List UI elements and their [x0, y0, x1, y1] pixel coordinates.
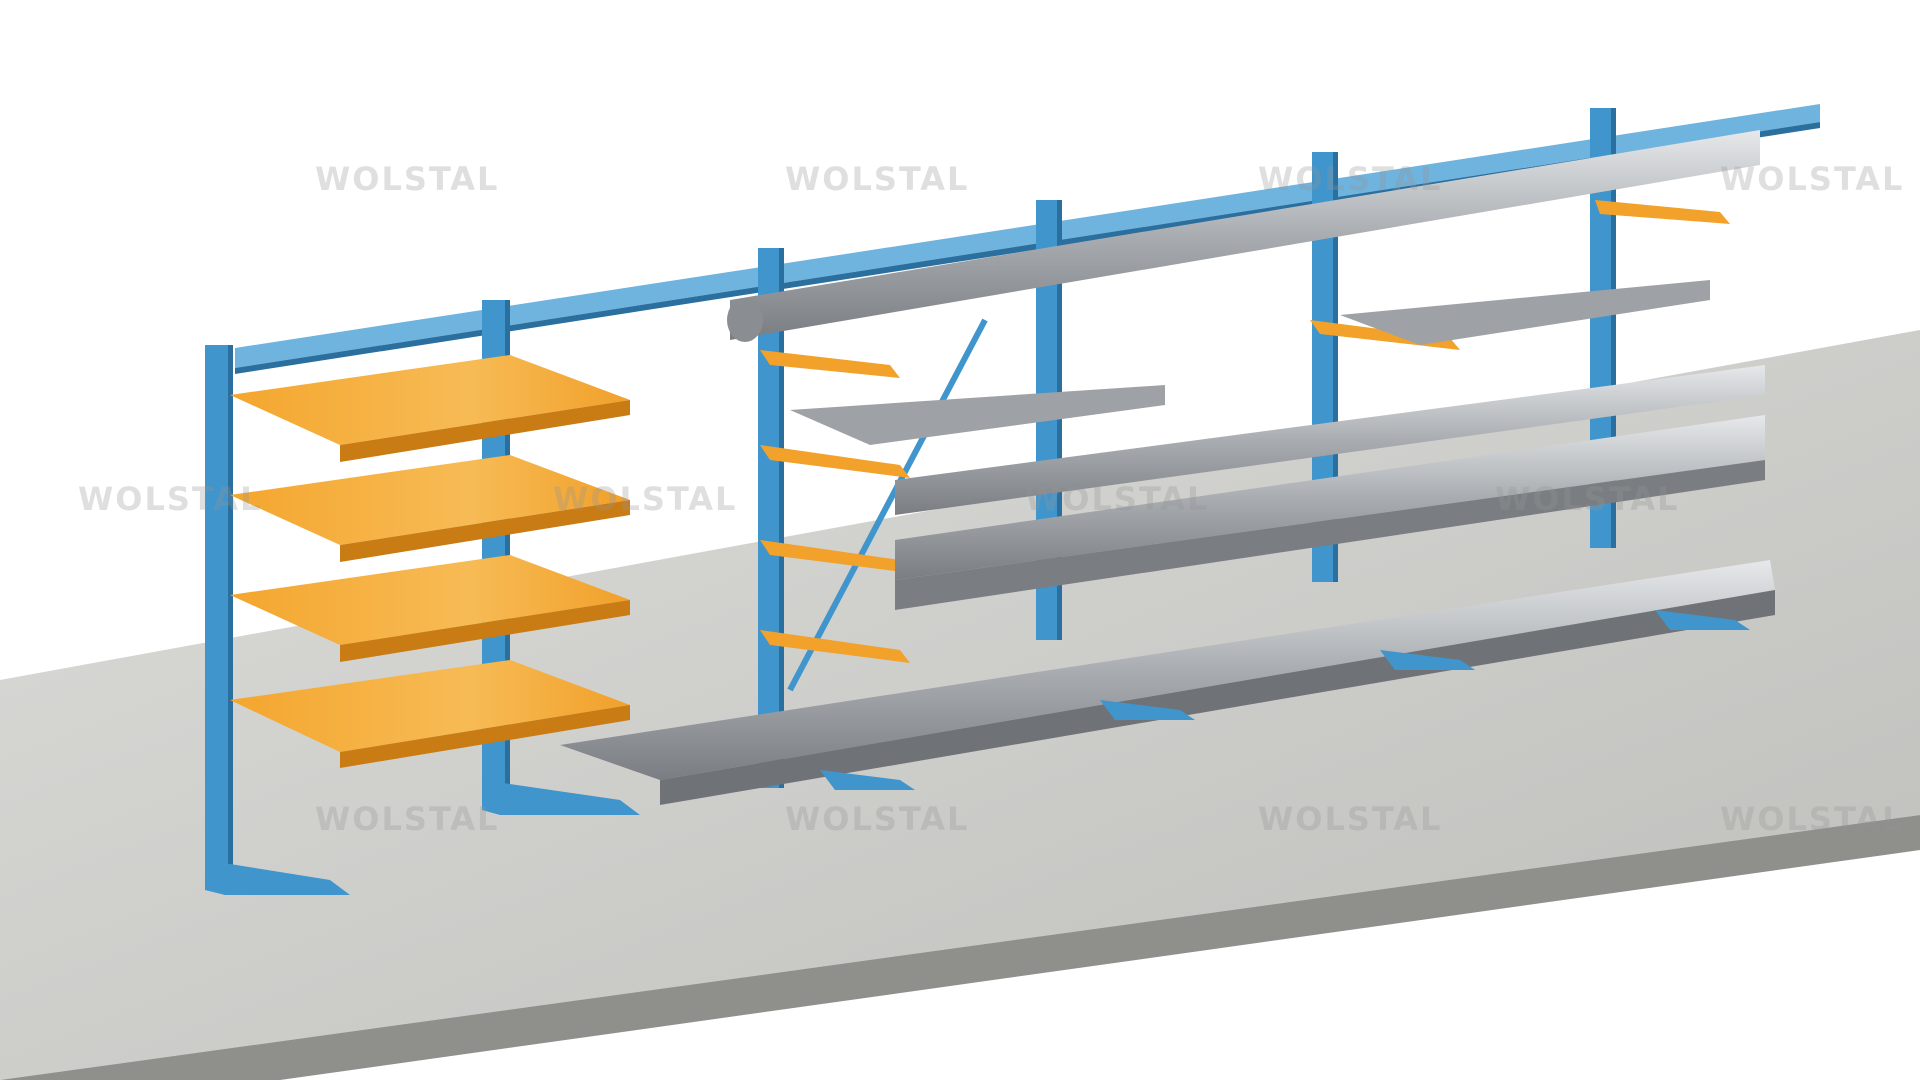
watermark: WOLSTAL — [1495, 480, 1680, 518]
watermark: WOLSTAL — [78, 480, 263, 518]
watermark: WOLSTAL — [1258, 160, 1443, 198]
blue-connecting-beam — [235, 104, 1820, 374]
watermark: WOLSTAL — [785, 160, 970, 198]
watermark: WOLSTAL — [315, 800, 500, 838]
watermark: WOLSTAL — [1720, 160, 1905, 198]
watermark: WOLSTAL — [1025, 480, 1210, 518]
watermark: WOLSTAL — [1258, 800, 1443, 838]
cantilever-rack-with-orange-shelves — [205, 300, 640, 895]
watermark: WOLSTAL — [553, 480, 738, 518]
watermark: WOLSTAL — [1720, 800, 1905, 838]
watermark: WOLSTAL — [785, 800, 970, 838]
cantilever-rack-with-steel-pipes-and-profiles — [560, 108, 1775, 805]
watermark: WOLSTAL — [315, 160, 500, 198]
